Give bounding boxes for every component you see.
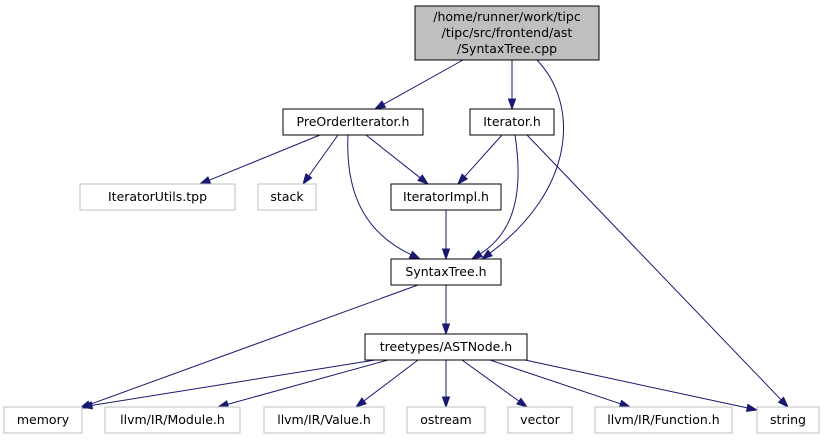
node-astnode-h[interactable]: treetypes/ASTNode.h [364, 333, 528, 361]
node-box [594, 406, 733, 434]
node-box [79, 183, 236, 211]
nodes-layer: /home/runner/work/tipc/tipc/src/frontend… [3, 5, 820, 434]
edge-iterator-h-to-iteratorimpl-h [456, 134, 503, 186]
node-box [507, 406, 573, 434]
node-llvm-function-h: llvm/IR/Function.h [594, 406, 733, 434]
node-label: SyntaxTree.h [405, 264, 486, 279]
node-preorderiterator-h[interactable]: PreOrderIterator.h [282, 108, 424, 136]
node-llvm-value-h: llvm/IR/Value.h [263, 406, 385, 434]
node-label: /SyntaxTree.cpp [457, 41, 557, 56]
edge-astnode-h-to-ostream [441, 360, 451, 409]
node-stack: stack [257, 183, 317, 211]
node-label: llvm/IR/Function.h [607, 412, 719, 427]
node-ostream: ostream [406, 406, 486, 434]
node-llvm-module-h: llvm/IR/Module.h [104, 406, 241, 434]
edge-preorderiterator-h-to-iteratorimpl-h [365, 134, 430, 185]
node-label: treetypes/ASTNode.h [380, 339, 512, 354]
node-syntaxtree-h[interactable]: SyntaxTree.h [390, 258, 502, 286]
node-label: IteratorUtils.tpp [108, 189, 207, 204]
edge-syntaxtree-cpp-to-preorderiterator-h [373, 59, 464, 110]
node-box [104, 406, 241, 434]
node-label: ostream [420, 412, 471, 427]
edge-syntaxtree-cpp-to-iterator-h [507, 60, 517, 111]
node-box [282, 108, 424, 136]
node-box [3, 406, 83, 434]
node-label: Iterator.h [483, 114, 541, 129]
node-box [364, 333, 528, 361]
edge-iterator-h-to-syntaxtree-h [470, 134, 519, 260]
node-label: memory [17, 412, 70, 427]
node-string: string [756, 406, 820, 434]
node-label: /tipc/src/frontend/ast [442, 25, 573, 40]
node-label: vector [520, 412, 561, 427]
node-iteratorimpl-h[interactable]: IteratorImpl.h [390, 183, 502, 211]
node-box [257, 183, 317, 211]
node-box [414, 5, 600, 61]
edge-preorderiterator-h-to-iteratorutils-tpp [198, 134, 321, 185]
edges-layer [78, 59, 790, 412]
node-vector: vector [507, 406, 573, 434]
edge-astnode-h-to-llvm-value-h [354, 359, 419, 408]
node-label: PreOrderIterator.h [297, 114, 410, 129]
node-box [390, 183, 502, 211]
edge-preorderiterator-h-to-syntaxtree-h [347, 134, 422, 260]
edge-astnode-h-to-vector [461, 359, 529, 408]
edge-syntaxtree-h-to-astnode-h [441, 285, 451, 336]
node-label: IteratorImpl.h [403, 189, 489, 204]
node-iteratorutils-tpp: IteratorUtils.tpp [79, 183, 236, 211]
node-label: stack [270, 189, 304, 204]
node-box [390, 258, 502, 286]
node-box [469, 108, 555, 136]
node-label: string [770, 412, 806, 427]
node-box [406, 406, 486, 434]
edge-syntaxtree-cpp-to-syntaxtree-h [480, 59, 564, 260]
node-box [756, 406, 820, 434]
node-label: llvm/IR/Module.h [120, 412, 225, 427]
node-label: /home/runner/work/tipc [433, 9, 581, 24]
node-label: llvm/IR/Value.h [277, 412, 371, 427]
edge-iteratorimpl-h-to-syntaxtree-h [441, 210, 451, 261]
edge-preorderiterator-h-to-stack [302, 134, 339, 186]
node-memory: memory [3, 406, 83, 434]
edge-astnode-h-to-memory [80, 359, 376, 410]
edge-iterator-h-to-string [526, 134, 790, 409]
node-iterator-h[interactable]: Iterator.h [469, 108, 555, 136]
node-box [263, 406, 385, 434]
node-syntaxtree-cpp[interactable]: /home/runner/work/tipc/tipc/src/frontend… [414, 5, 600, 61]
edge-astnode-h-to-string [524, 359, 759, 412]
